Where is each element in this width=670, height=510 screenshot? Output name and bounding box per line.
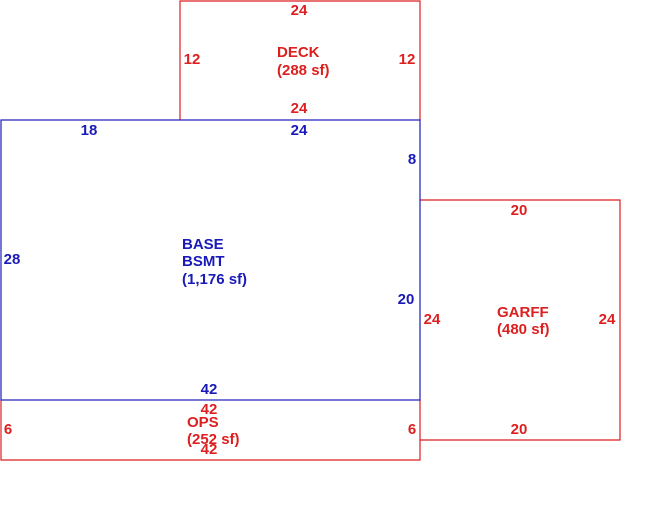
garage-dim-right: 24 (599, 311, 616, 328)
deck-name: DECK (277, 44, 320, 61)
garage-dim-left: 24 (424, 311, 441, 328)
deck-dim-bottom: 24 (291, 100, 308, 117)
base-name-line2: BSMT (182, 253, 225, 270)
base-name-line1: BASE (182, 236, 224, 253)
base-dim-right-upper: 8 (408, 151, 416, 168)
base-outline (0, 119, 421, 401)
base-dim-bottom: 42 (201, 381, 218, 398)
ops-outline (0, 400, 421, 461)
deck-dim-left: 12 (184, 51, 201, 68)
garage-outline (420, 199, 621, 441)
deck-dim-top: 24 (291, 2, 308, 19)
base-area: 18 24 8 20 28 42 BASE BSMT (1,176 sf) (0, 119, 421, 401)
ops-dim-top: 42 (201, 401, 218, 418)
ops-name: OPS (187, 414, 219, 431)
deck-dim-right: 12 (399, 51, 416, 68)
ops-area-value: (252 sf) (187, 431, 240, 448)
garage-area-value: (480 sf) (497, 321, 550, 338)
garage-dim-top: 20 (511, 202, 528, 219)
garage-name: GARFF (497, 304, 549, 321)
base-area-value: (1,176 sf) (182, 271, 247, 288)
deck-outline (179, 0, 421, 120)
deck-area-value: (288 sf) (277, 62, 330, 79)
ops-dim-left: 6 (4, 421, 12, 438)
ops-dim-bottom: 42 (201, 441, 218, 458)
base-dim-left: 28 (4, 251, 21, 268)
base-dim-top-right: 24 (291, 122, 308, 139)
base-dim-top-left: 18 (81, 122, 98, 139)
garage-area: 20 20 24 24 GARFF (480 sf) (420, 199, 621, 441)
garage-dim-bottom: 20 (511, 421, 528, 438)
ops-area: 42 42 6 6 OPS (252 sf) (0, 400, 421, 461)
base-dim-right-lower: 20 (398, 291, 415, 308)
deck-area: 24 12 12 24 DECK (288 sf) (179, 0, 421, 120)
ops-dim-right: 6 (408, 421, 416, 438)
